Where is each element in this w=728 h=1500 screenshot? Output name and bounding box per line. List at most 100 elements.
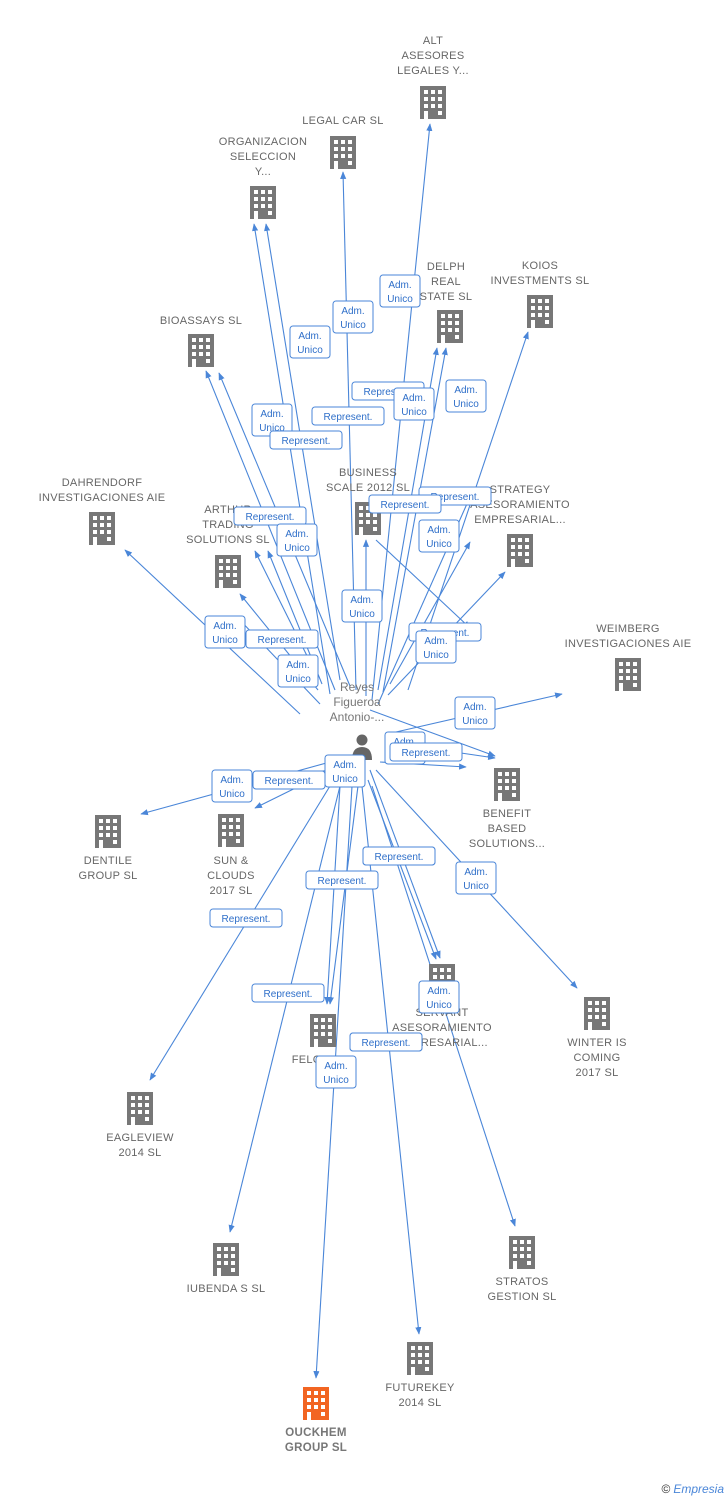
building-icon[interactable]: [215, 555, 241, 588]
company-label[interactable]: SELECCION: [230, 151, 296, 163]
company-label[interactable]: LEGAL CAR SL: [302, 115, 383, 127]
building-icon[interactable]: [527, 295, 553, 328]
company-label[interactable]: LEGALES Y...: [397, 65, 469, 77]
edge-label-benefit[interactable]: Adm.Unico: [415, 630, 457, 664]
company-label[interactable]: ALT: [423, 35, 443, 47]
building-icon[interactable]: [310, 1014, 336, 1047]
person-label[interactable]: Figueroa: [333, 695, 381, 709]
company-label[interactable]: COMING: [573, 1052, 620, 1064]
building-icon[interactable]: [330, 136, 356, 169]
edge-label-box[interactable]: [311, 406, 385, 426]
company-label[interactable]: ORGANIZACION: [219, 136, 308, 148]
company-label[interactable]: REAL: [431, 276, 461, 288]
edge-label-bioassays[interactable]: Represent.: [311, 406, 385, 426]
company-label[interactable]: GESTION SL: [487, 1291, 556, 1303]
building-icon[interactable]: [95, 815, 121, 848]
company-node-dentile[interactable]: DENTILE GROUP SL: [78, 815, 137, 882]
edge-label-weimberg[interactable]: Adm.Unico: [454, 696, 496, 730]
company-node-iubenda[interactable]: IUBENDA S SL: [187, 1243, 266, 1295]
person-label[interactable]: Antonio-...: [330, 710, 385, 724]
edge-label-box[interactable]: [251, 983, 325, 1003]
edge-label-box[interactable]: [305, 870, 379, 890]
edge-label-business[interactable]: Adm.Unico: [341, 589, 383, 623]
company-label[interactable]: DAHRENDORF: [62, 477, 143, 489]
person-label[interactable]: Reyes: [340, 680, 374, 694]
edge-label-box[interactable]: [393, 387, 435, 421]
company-label[interactable]: Y...: [255, 166, 271, 178]
building-icon[interactable]: [584, 997, 610, 1030]
edge-label-strategy[interactable]: Adm.Unico: [418, 519, 460, 553]
company-label[interactable]: SCALE 2012 SL: [326, 482, 410, 494]
company-label[interactable]: IUBENDA S SL: [187, 1283, 266, 1295]
edge-label-sun[interactable]: Adm.Unico: [324, 754, 366, 788]
company-node-alt[interactable]: ALT ASESORES LEGALES Y...: [397, 35, 469, 119]
edge-label-box[interactable]: [245, 629, 319, 649]
building-icon[interactable]: [250, 186, 276, 219]
edge-label-box[interactable]: [276, 523, 318, 557]
building-icon[interactable]: [420, 86, 446, 119]
company-label[interactable]: STRATEGY: [490, 484, 551, 496]
edge-label-box[interactable]: [418, 519, 460, 553]
edge-label-arthur[interactable]: Adm.Unico: [276, 523, 318, 557]
edge-label-box[interactable]: [418, 980, 460, 1014]
edge-label-strategy[interactable]: Represent.: [368, 494, 442, 514]
company-label[interactable]: DENTILE: [84, 855, 133, 867]
company-label[interactable]: EMPRESARIAL...: [474, 514, 566, 526]
company-node-legalcar[interactable]: LEGAL CAR SL: [302, 115, 383, 169]
edge-label-ouckhem[interactable]: Adm.Unico: [315, 1055, 357, 1089]
edge-label-delph[interactable]: Adm.Unico: [393, 387, 435, 421]
edge-label-arthur[interactable]: Represent.: [233, 506, 307, 526]
company-label[interactable]: ASESORAMIENTO: [392, 1022, 492, 1034]
edge-label-box[interactable]: [315, 1055, 357, 1089]
edge-label-box[interactable]: [379, 274, 421, 308]
edge-label-box[interactable]: [204, 615, 246, 649]
company-label[interactable]: INVESTIGACIONES AIE: [39, 492, 166, 504]
building-icon[interactable]: [89, 512, 115, 545]
company-label[interactable]: FUTUREKEY: [385, 1382, 455, 1394]
company-node-dahrendorf[interactable]: DAHRENDORF INVESTIGACIONES AIE: [39, 477, 166, 545]
edge-label-eagleview[interactable]: Represent.: [209, 908, 283, 928]
edge-label-stratos[interactable]: Represent.: [362, 846, 436, 866]
company-label[interactable]: 2014 SL: [118, 1147, 161, 1159]
edge-label-box[interactable]: [445, 379, 487, 413]
company-label[interactable]: DELPH: [427, 261, 465, 273]
edge-label-winter[interactable]: Adm.Unico: [455, 861, 497, 895]
edge-label-arthur[interactable]: Adm.Unico: [277, 654, 319, 688]
person-node[interactable]: ReyesFigueroaAntonio-...: [330, 680, 385, 760]
edge-label-alt[interactable]: Adm.Unico: [379, 274, 421, 308]
edge-label-dahrendorf[interactable]: Adm.Unico: [204, 615, 246, 649]
company-label[interactable]: KOIOS: [522, 260, 558, 272]
company-node-bioassays[interactable]: BIOASSAYS SL: [160, 315, 242, 367]
company-label[interactable]: ASESORES: [402, 50, 465, 62]
company-node-delph[interactable]: DELPH REAL STATE SL: [420, 261, 473, 343]
company-label[interactable]: 2017 SL: [209, 885, 252, 897]
edge-label-koios[interactable]: Adm.Unico: [445, 379, 487, 413]
edge-label-arthur[interactable]: Represent.: [245, 629, 319, 649]
company-label[interactable]: OUCKHEM: [285, 1427, 347, 1439]
company-node-benefit[interactable]: BENEFITBASEDSOLUTIONS...: [469, 768, 545, 850]
edge-label-servant[interactable]: Adm.Unico: [418, 980, 460, 1014]
company-node-koios[interactable]: KOIOS INVESTMENTS SL: [491, 260, 590, 328]
building-icon[interactable]: [437, 310, 463, 343]
company-label[interactable]: 2017 SL: [575, 1067, 618, 1079]
edge-label-box[interactable]: [389, 742, 463, 762]
company-label[interactable]: INVESTIGACIONES AIE: [565, 638, 692, 650]
edge-label-box[interactable]: [415, 630, 457, 664]
edge-label-box[interactable]: [341, 589, 383, 623]
company-label[interactable]: BASED: [488, 823, 527, 835]
building-icon[interactable]: [213, 1243, 239, 1276]
brand-logo[interactable]: Empresia: [673, 1482, 724, 1496]
company-label[interactable]: SOLUTIONS...: [469, 838, 545, 850]
company-label[interactable]: GROUP SL: [78, 870, 137, 882]
company-node-stratos[interactable]: STRATOS GESTION SL: [487, 1236, 556, 1303]
company-label[interactable]: STATE SL: [420, 291, 473, 303]
building-icon[interactable]: [127, 1092, 153, 1125]
company-label[interactable]: STRATOS: [495, 1276, 548, 1288]
company-label[interactable]: BUSINESS: [339, 467, 397, 479]
company-label[interactable]: INVESTMENTS SL: [491, 275, 590, 287]
edge-label-box[interactable]: [289, 325, 331, 359]
edge-label-felcan[interactable]: Represent.: [251, 983, 325, 1003]
edge-label-sun[interactable]: Represent.: [252, 770, 326, 790]
building-icon[interactable]: [188, 334, 214, 367]
